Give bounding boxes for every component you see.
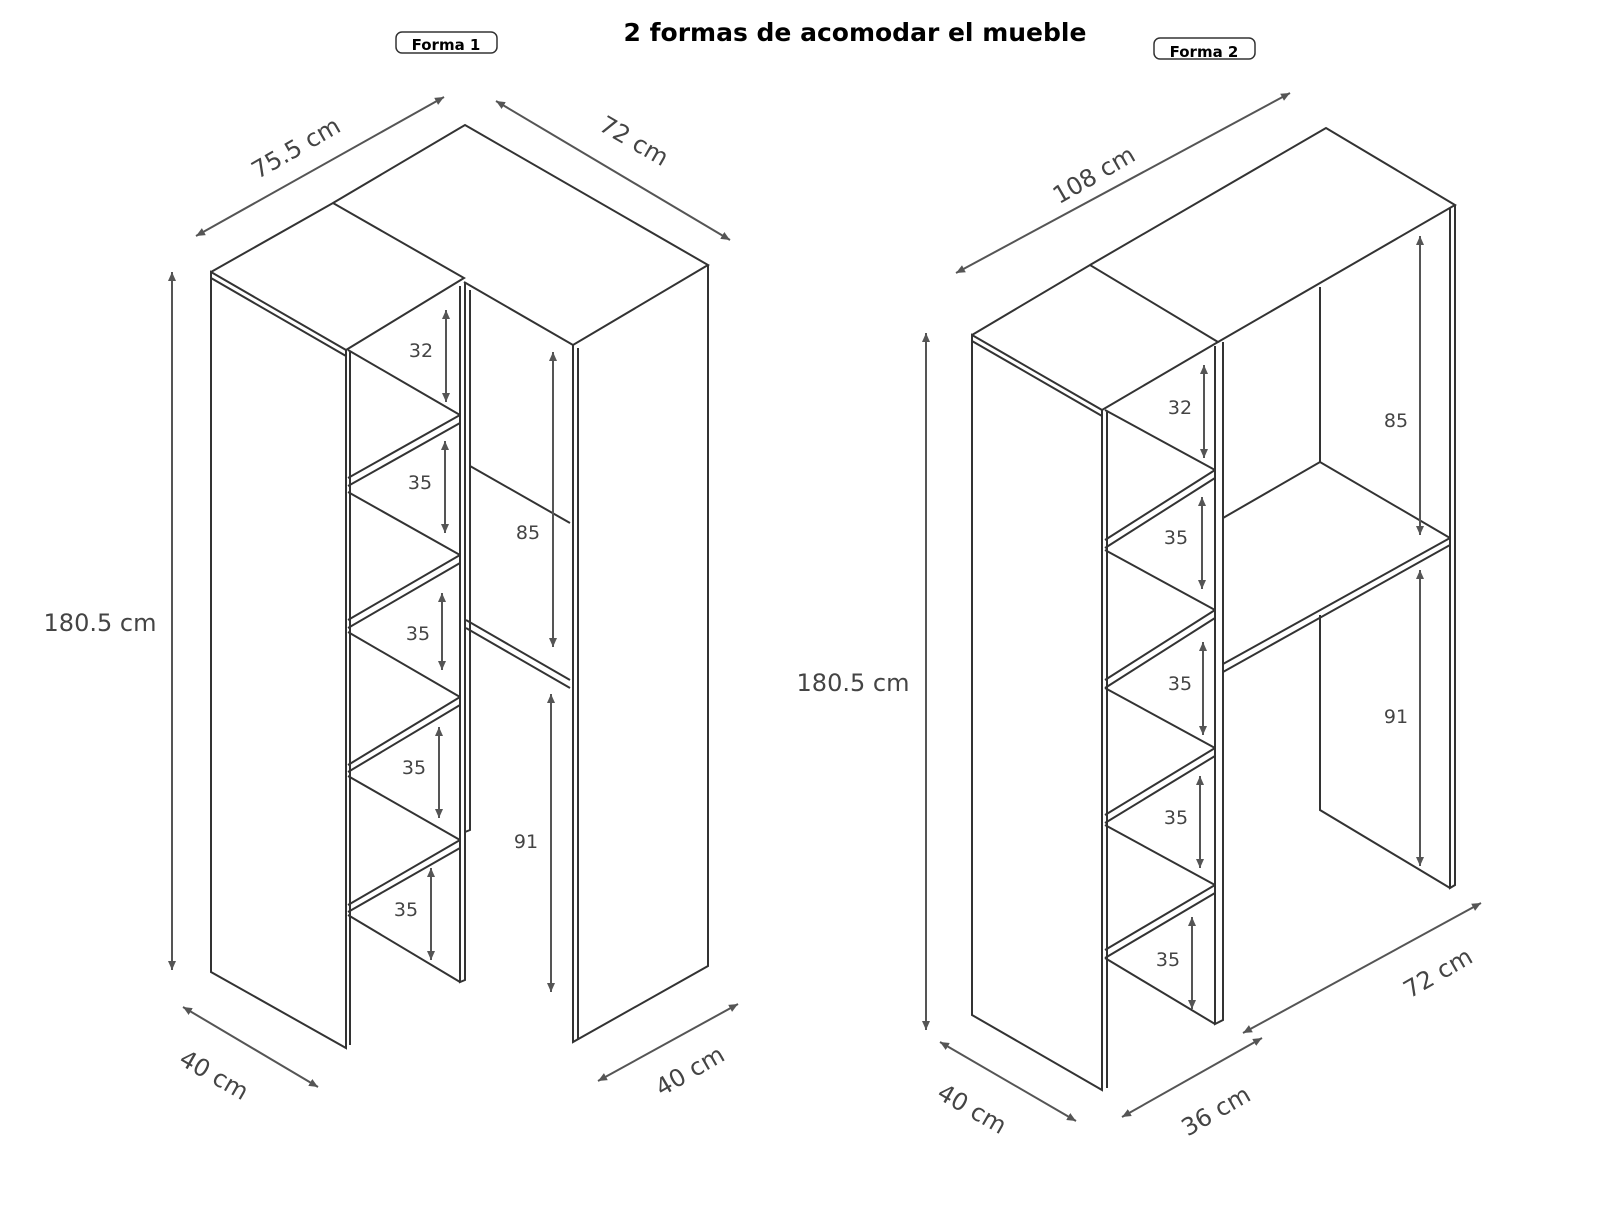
forma1-drawing bbox=[210, 123, 710, 1050]
forma2-shelf-5: 35 bbox=[1156, 949, 1180, 971]
forma1-shelf-3: 35 bbox=[406, 623, 430, 645]
forma2-height: 180.5 cm bbox=[797, 669, 910, 697]
forma1-shelf-5: 35 bbox=[394, 899, 418, 921]
forma1-depth-left: 40 cm bbox=[175, 1044, 254, 1106]
forma2-label: Forma 2 bbox=[1170, 43, 1239, 61]
forma1-shelf-1: 32 bbox=[409, 340, 433, 362]
forma2-shelf-3: 35 bbox=[1168, 673, 1192, 695]
forma2-depth-left: 40 cm bbox=[933, 1078, 1012, 1140]
forma2-lower: 91 bbox=[1384, 706, 1408, 728]
forma1-shelf-4: 35 bbox=[402, 757, 426, 779]
forma2-shelf-1: 32 bbox=[1168, 397, 1192, 419]
forma1-label: Forma 1 bbox=[412, 36, 481, 54]
forma2-depth-right: 72 cm bbox=[1399, 942, 1478, 1004]
forma2-drawing bbox=[971, 126, 1457, 1092]
forma1-dimensions bbox=[168, 96, 739, 1088]
forma1-upper: 85 bbox=[516, 522, 540, 544]
forma1-height: 180.5 cm bbox=[44, 609, 157, 637]
forma1-shelf-2: 35 bbox=[408, 472, 432, 494]
forma2-shelf-2: 35 bbox=[1164, 527, 1188, 549]
diagram-title: 2 formas de acomodar el mueble bbox=[624, 18, 1087, 47]
forma1-width-left: 75.5 cm bbox=[247, 112, 346, 185]
forma2-tag-box bbox=[1153, 37, 1256, 60]
forma2-upper: 85 bbox=[1384, 410, 1408, 432]
forma2-shelf-4: 35 bbox=[1164, 807, 1188, 829]
forma2-depth-mid: 36 cm bbox=[1177, 1080, 1256, 1142]
forma1-width-right: 72 cm bbox=[595, 110, 674, 172]
forma2-dimensions bbox=[922, 92, 1482, 1122]
forma1-tag-box bbox=[395, 31, 498, 54]
forma1-lower: 91 bbox=[514, 831, 538, 853]
forma1-depth-right: 40 cm bbox=[651, 1040, 730, 1102]
